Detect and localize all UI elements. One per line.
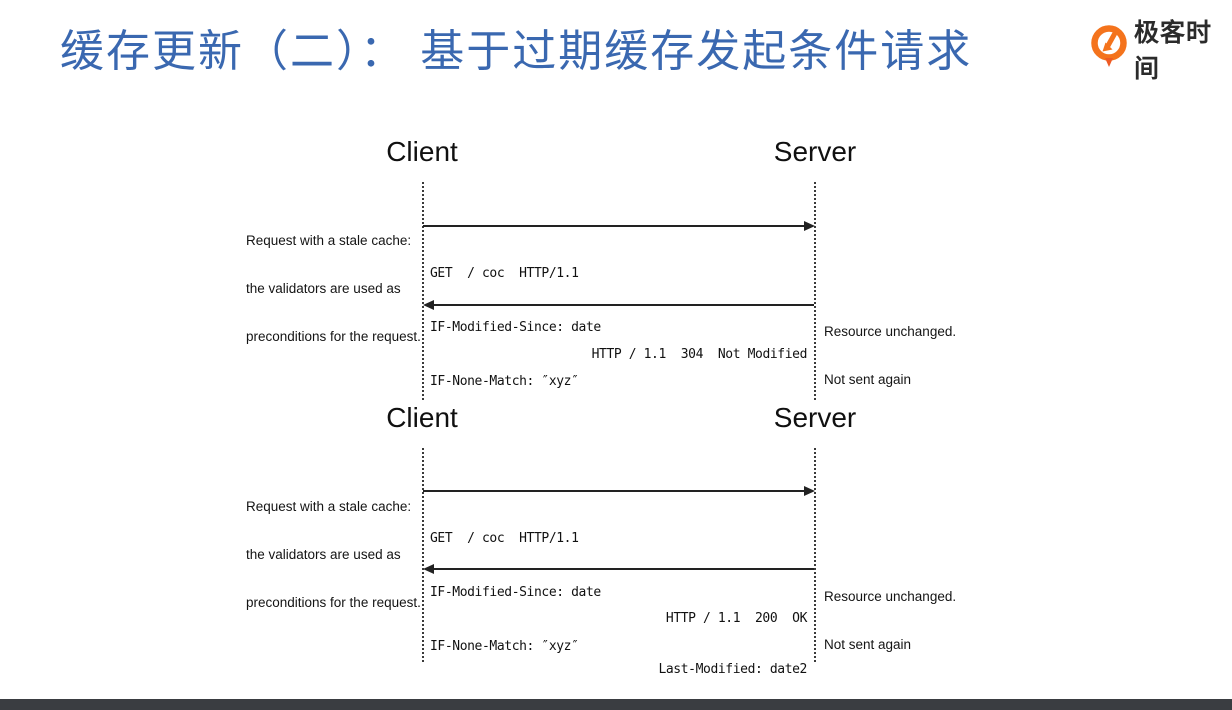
geektime-logo-icon <box>1090 25 1128 73</box>
server-lifeline <box>814 182 816 400</box>
response-arrow-head-icon <box>423 300 434 310</box>
logo-brand-text: 极客时间 <box>1134 19 1213 83</box>
response-arrow-head-icon <box>423 564 434 574</box>
right-note: Resource unchanged. Not sent again <box>824 324 957 387</box>
response-status: HTTP / 1.1 200 OK Last-Modified: date2 E… <box>658 611 807 677</box>
request-arrow <box>423 490 805 492</box>
server-label: Server <box>773 402 857 433</box>
request-arrow-head-icon <box>804 486 815 496</box>
logo: 极客时间 <box>1090 13 1232 85</box>
request-headers: GET / coc HTTP/1.1 IF-Modified-Since: da… <box>430 531 601 654</box>
page-title: 缓存更新（二）： 基于过期缓存发起条件请求 <box>60 27 973 76</box>
server-label: Server <box>773 136 857 167</box>
left-note: Request with a stale cache: the validato… <box>246 499 421 610</box>
footer-bar <box>0 699 1232 710</box>
left-note: Request with a stale cache: the validato… <box>246 233 421 344</box>
request-headers: GET / coc HTTP/1.1 IF-Modified-Since: da… <box>430 266 601 389</box>
server-lifeline <box>814 448 816 662</box>
client-label: Client <box>386 136 458 167</box>
response-arrow <box>432 304 814 306</box>
right-note: Resource unchanged. Not sent again <box>824 589 957 652</box>
response-arrow <box>432 568 814 570</box>
client-lifeline <box>422 448 424 662</box>
client-lifeline <box>422 182 424 400</box>
client-label: Client <box>386 402 458 433</box>
request-arrow-head-icon <box>804 221 815 231</box>
response-status: HTTP / 1.1 304 Not Modified <box>591 347 808 362</box>
request-arrow <box>423 225 805 227</box>
